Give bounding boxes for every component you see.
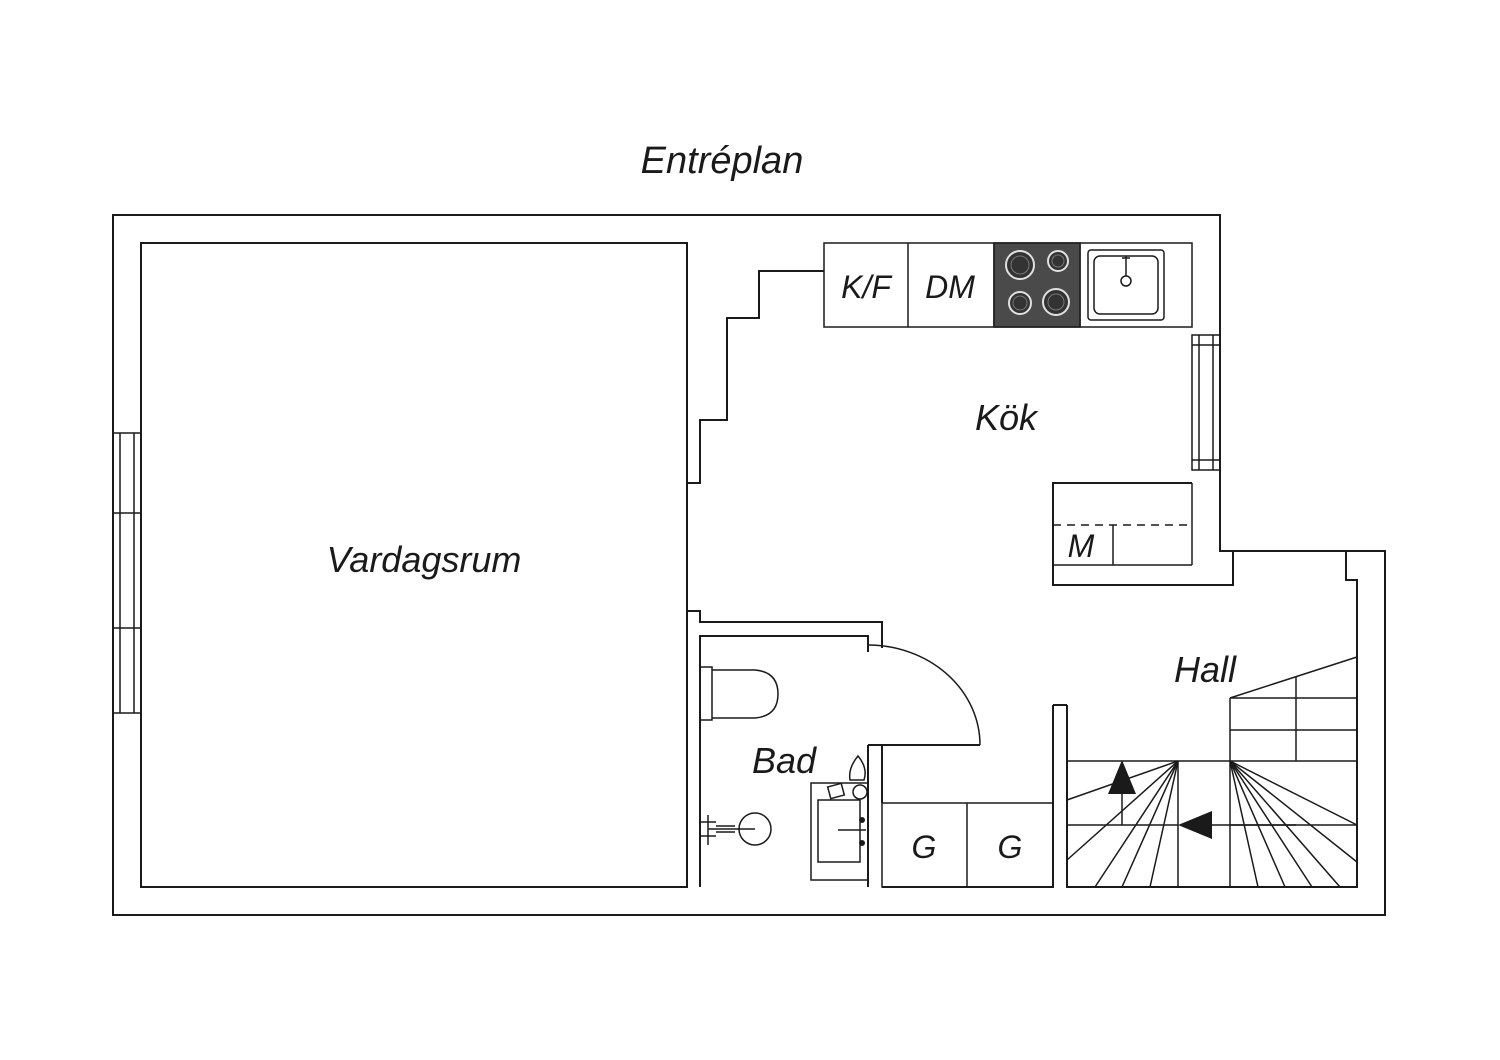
outer-walls [112, 214, 1386, 916]
bathroom-walls [686, 610, 883, 887]
hall-walls [882, 551, 1358, 888]
kitchen-partition [687, 270, 824, 484]
hall-label: Hall [1174, 649, 1237, 690]
toilet-icon [700, 666, 779, 721]
fridge-freezer-label: K/F [841, 269, 893, 305]
stair-arrow-up-icon [1108, 760, 1136, 794]
kitchen-label: Kök [975, 397, 1039, 438]
wardrobe-1-label: G [912, 829, 937, 865]
bath-label: Bad [752, 740, 817, 781]
stove-icon [993, 242, 1081, 328]
east-window [1191, 334, 1221, 471]
bathroom-door-swing [867, 644, 981, 746]
microwave-label: M [1068, 528, 1095, 564]
bath-sink-icon [810, 754, 869, 881]
west-window [112, 432, 142, 714]
staircase [1066, 656, 1358, 888]
wardrobes [881, 802, 1054, 888]
plan-title: Entréplan [641, 140, 804, 182]
kitchen-sink-icon [1087, 249, 1165, 321]
microwave-cabinet [1052, 482, 1234, 586]
wardrobe-2-label: G [998, 829, 1023, 865]
stair-arrow-left-icon [1178, 811, 1212, 839]
shower-icon [700, 812, 772, 846]
living-room-label: Vardagsrum [327, 539, 522, 580]
dishwasher-label: DM [925, 269, 975, 305]
